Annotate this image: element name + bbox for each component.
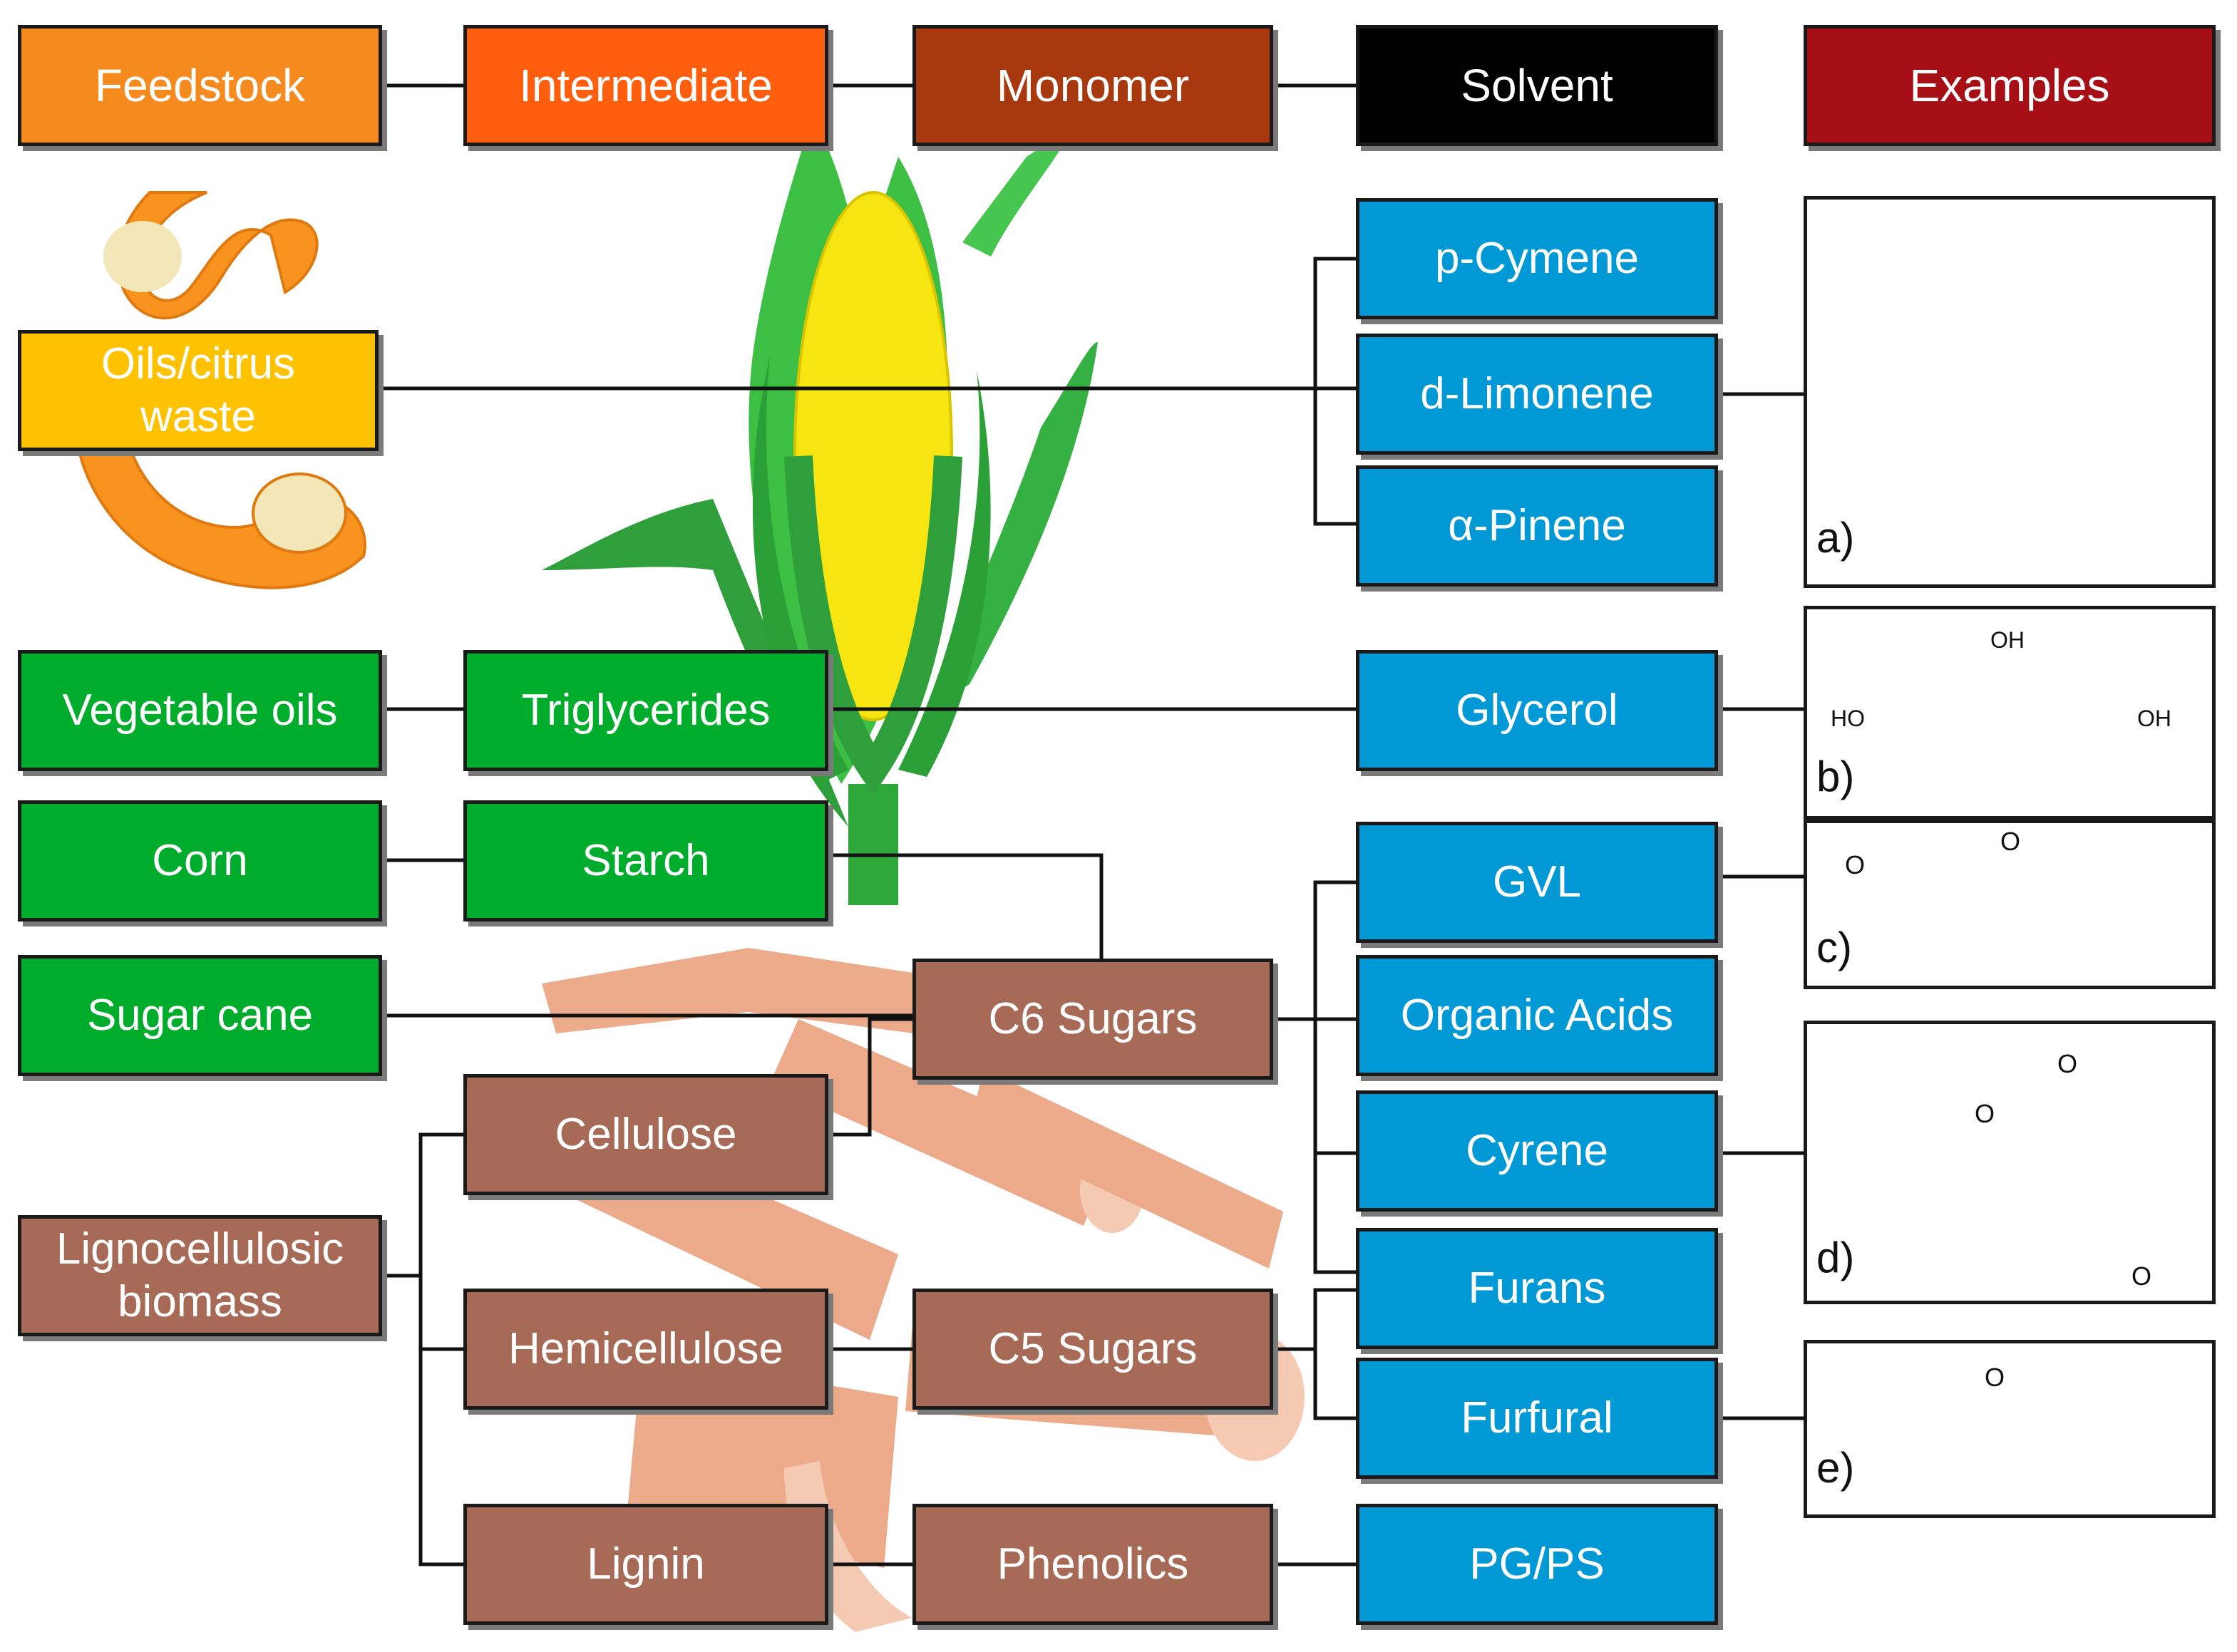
orange-peel-icon [74,191,366,589]
solvent-a-pinene: α-Pinene [1356,465,1718,587]
header-feedstock: Feedstock [18,25,382,146]
example-d-label: d) [1816,1234,1855,1281]
oxygen-label-c-ring: O [2000,827,2021,856]
example-a-frame [1804,196,2216,588]
feedstock-lignocellulosic-biomass: Lignocellulosic biomass [18,1215,382,1336]
intermediate-starch: Starch [463,800,828,921]
ho-left-label: HO [1831,706,1865,731]
oxygen-label-d-carbonyl: O [2131,1261,2152,1291]
example-d-frame [1804,1021,2216,1304]
example-e-label: e) [1816,1444,1855,1492]
solvent-pg-ps: PG/PS [1356,1504,1718,1625]
feedstock-sugar-cane: Sugar cane [18,955,382,1076]
example-b-frame [1804,606,2216,820]
intermediate-hemicellulose: Hemicellulose [463,1289,828,1410]
monomer-c5-sugars: C5 Sugars [912,1289,1273,1410]
oxygen-label-d-top: O [2057,1049,2078,1078]
monomer-c6-sugars: C6 Sugars [912,959,1273,1080]
feedstock-corn: Corn [18,800,382,921]
solvent-furfural: Furfural [1356,1358,1718,1479]
example-e-frame [1804,1340,2216,1518]
solvent-d-limonene: d-Limonene [1356,334,1718,455]
solvent-cyrene: Cyrene [1356,1090,1718,1212]
feedstock-vegetable-oils: Vegetable oils [18,650,382,771]
header-intermediate: Intermediate [463,25,828,146]
solvent-glycerol: Glycerol [1356,650,1718,771]
oxygen-label-e-ring: O [1985,1363,2005,1392]
example-b-label: b) [1816,753,1855,800]
oh-right-label: OH [2137,706,2171,731]
solvent-organic-acids: Organic Acids [1356,955,1718,1076]
monomer-phenolics: Phenolics [912,1504,1273,1625]
example-c-frame [1804,820,2216,989]
solvent-furans: Furans [1356,1228,1718,1349]
example-a-label: a) [1816,514,1855,562]
oxygen-label-d-ring: O [1975,1099,1995,1128]
corn-cob-icon [542,114,1098,905]
oh-top-label: OH [1990,627,2025,653]
solvent-gvl: GVL [1356,822,1718,943]
header-examples: Examples [1804,25,2216,146]
intermediate-triglycerides: Triglycerides [463,650,828,771]
oxygen-label-c-carbonyl: O [1845,850,1866,879]
header-solvent: Solvent [1356,25,1718,146]
header-monomer: Monomer [912,25,1273,146]
intermediate-lignin: Lignin [463,1504,828,1625]
intermediate-cellulose: Cellulose [463,1074,828,1195]
connector-lines [379,83,1804,1566]
feedstock-oils-citrus-waste: Oils/citrus waste [18,330,379,451]
solvent-p-cymene: p-Cymene [1356,198,1718,319]
example-c-label: c) [1816,924,1852,971]
